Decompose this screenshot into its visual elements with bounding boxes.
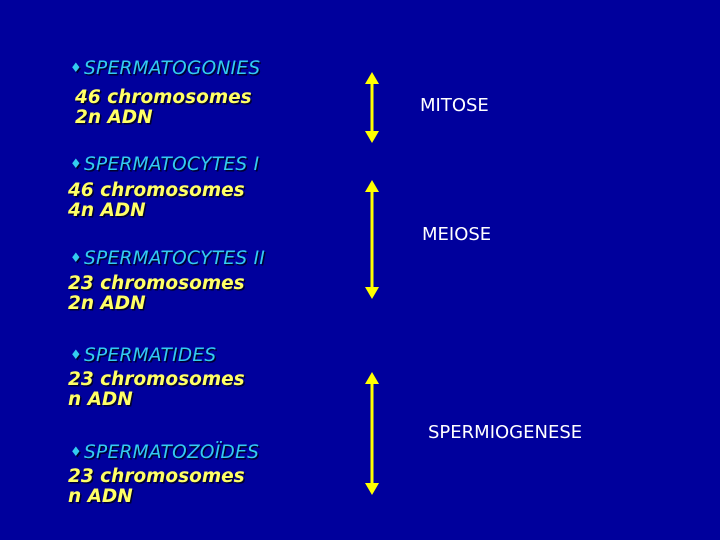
diamond-bullet-icon: ♦ (70, 445, 82, 460)
stage-title-text: SPERMATOCYTES II (83, 248, 266, 269)
process-label-mitose: MITOSE (420, 95, 489, 116)
diamond-bullet-icon: ♦ (70, 348, 82, 363)
stage-chromosomes: 46 chromosomes (68, 180, 245, 201)
process-label-spermiogenese: SPERMIOGENESE (428, 422, 583, 443)
stage-adn: n ADN (68, 486, 133, 507)
double-arrow-icon (365, 372, 379, 495)
diamond-bullet-icon: ♦ (70, 157, 82, 172)
stage-adn: 2n ADN (75, 107, 153, 128)
double-arrow-icon (365, 72, 379, 143)
stage-title-spermatocytes-i: ♦SPERMATOCYTES I (70, 155, 259, 177)
diamond-bullet-icon: ♦ (70, 251, 82, 266)
stage-chromosomes: 23 chromosomes (68, 369, 245, 390)
stage-chromosomes: 23 chromosomes (68, 273, 245, 294)
stage-title-spermatides: ♦SPERMATIDES (70, 346, 216, 368)
stage-chromosomes: 46 chromosomes (75, 87, 252, 108)
diamond-bullet-icon: ♦ (70, 61, 82, 76)
stage-chromosomes: 23 chromosomes (68, 466, 245, 487)
stage-title-spermatocytes-ii: ♦SPERMATOCYTES II (70, 249, 265, 271)
process-label-meiose: MEIOSE (422, 224, 492, 245)
stage-title-spermatogonies: ♦SPERMATOGONIES (70, 59, 260, 81)
double-arrow-icon (365, 180, 379, 299)
stage-adn: n ADN (68, 389, 133, 410)
stage-adn: 2n ADN (68, 293, 146, 314)
stage-adn: 4n ADN (68, 200, 146, 221)
stage-title-text: SPERMATOZOÏDES (83, 442, 260, 463)
stage-title-text: SPERMATOCYTES I (83, 154, 260, 175)
stage-title-text: SPERMATOGONIES (83, 58, 261, 79)
stage-title-spermatozoides: ♦SPERMATOZOÏDES (70, 443, 259, 465)
stage-title-text: SPERMATIDES (83, 345, 217, 366)
